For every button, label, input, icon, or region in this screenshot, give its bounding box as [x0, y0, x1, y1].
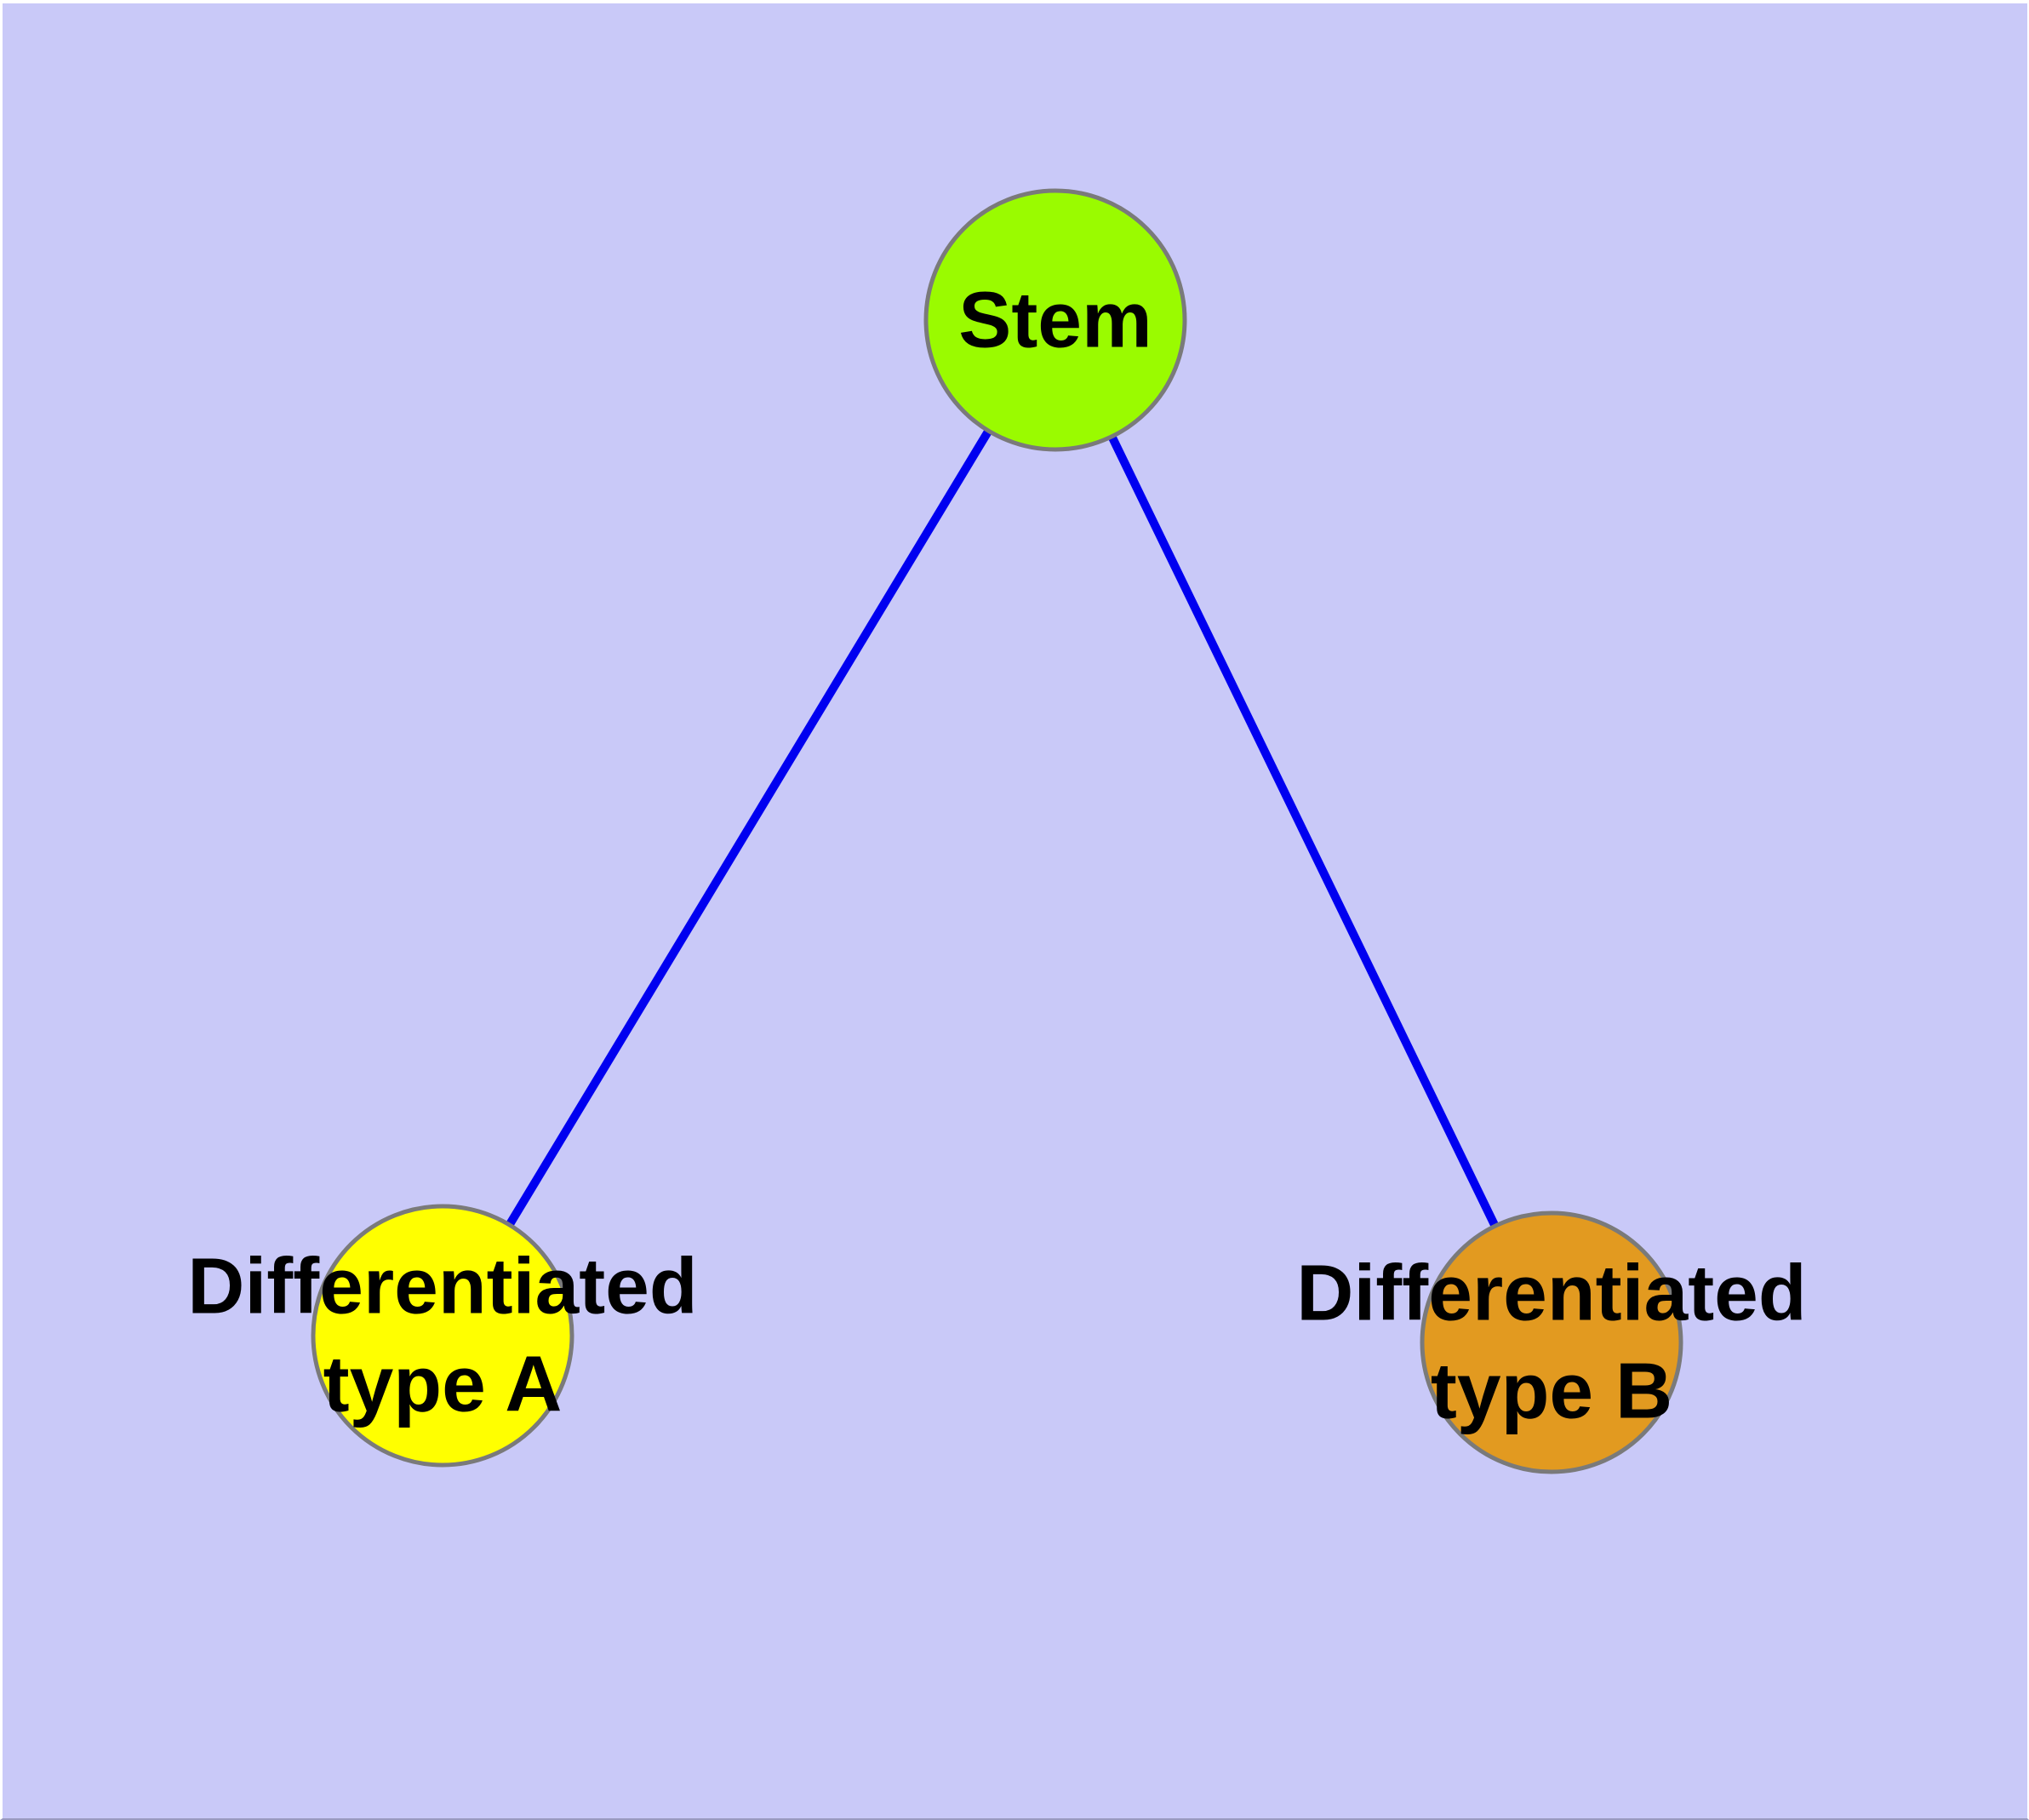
node-type-a-circle[interactable]	[311, 1204, 574, 1468]
edge-stem-to-type-b	[1051, 318, 1556, 1345]
node-type-b-circle[interactable]	[1420, 1210, 1683, 1474]
graph-svg	[311, 188, 1683, 1474]
node-stem-circle[interactable]	[923, 188, 1187, 452]
edge-stem-to-type-a	[438, 318, 1060, 1338]
